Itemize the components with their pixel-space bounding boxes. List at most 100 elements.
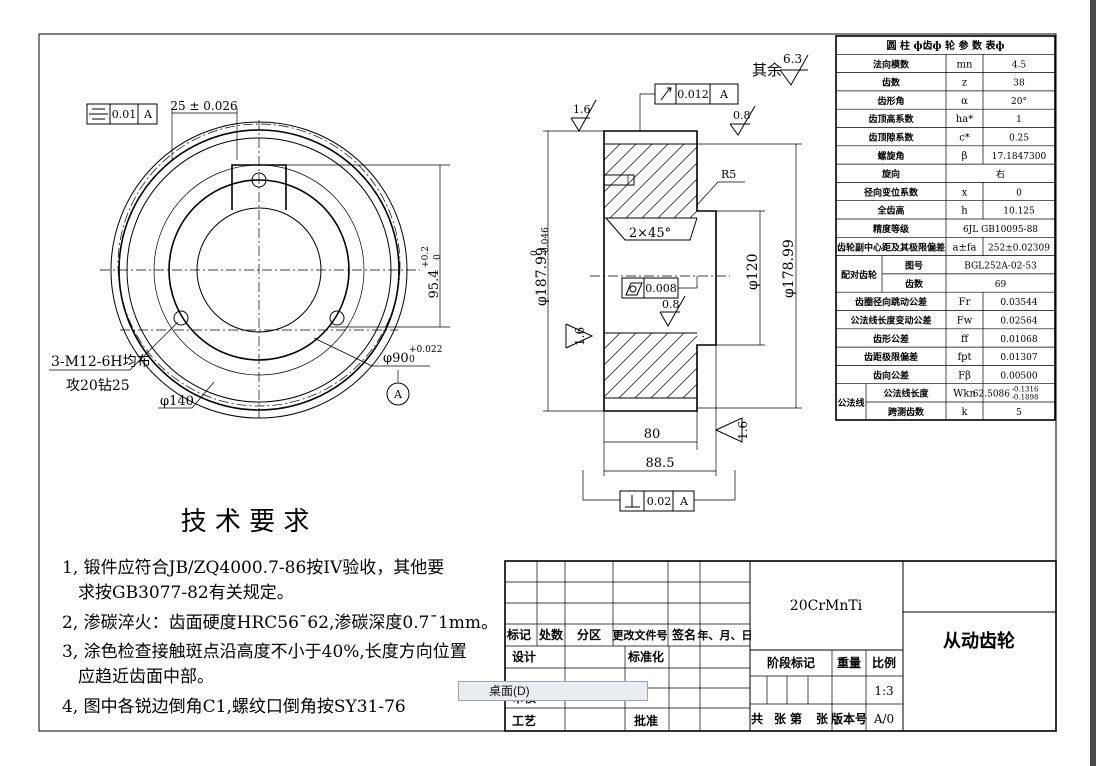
tb-scale: 1:3	[874, 684, 893, 698]
param-row-name: 齿顶隙系数	[868, 132, 914, 144]
gongfa-row-name: 公法线长度	[883, 388, 929, 400]
tol-row-name: 齿圈径向跳动公差	[855, 296, 927, 308]
roughness-right: 1.6	[736, 421, 750, 440]
technical-requirements: 技 术 要 求 1, 锻件应符合JB/ZQ4000.7-86按IV验收，其他要 …	[62, 507, 498, 717]
keyway-dimension: 25 ± 0.026	[170, 99, 237, 113]
perp-datum: A	[679, 495, 689, 508]
param-row-symbol: c*	[959, 133, 970, 144]
tol-row-value: 0.01068	[1000, 335, 1037, 345]
tb-pizhun: 批准	[634, 713, 658, 728]
width-88-5: 88.5	[646, 456, 675, 471]
context-menu-desktop-item[interactable]: 桌面(D)	[458, 681, 648, 701]
gongfa-row-symbol: Wkn	[953, 389, 976, 400]
tb-chushu: 处数	[538, 627, 564, 642]
param-row-name: 全齿高	[876, 205, 904, 217]
param-row-name: 螺旋角	[877, 150, 904, 162]
param-row-value: 17.1847300	[992, 152, 1047, 162]
bore-tol-low: 0	[409, 355, 415, 365]
param-row-symbol: β	[962, 151, 968, 162]
param-row-name: 旋向	[881, 168, 900, 180]
tech-req-title: 技 术 要 求	[181, 507, 310, 537]
param-row-value: 0.25	[1009, 134, 1029, 144]
param-table-title: 圆 柱 ф齿ф 轮 参 数 表ф	[887, 39, 1005, 52]
tech-req-line2: 2, 渗碳淬火：齿面硬度HRC56¯62,渗碳深度0.7¯1mm。	[62, 613, 498, 633]
mating-row-name: 图号	[905, 261, 923, 272]
tol-row-value: 0.00500	[1000, 371, 1037, 381]
roughness-top-right: 0.8	[733, 109, 751, 122]
tb-part-name: 从动齿轮	[943, 630, 1015, 652]
tol-row-symbol: Fβ	[958, 370, 971, 381]
tol-row-name: 公法线长度变动公差	[850, 315, 931, 327]
hole-note-1: 3-M12-6H均布	[51, 354, 151, 370]
dia-right: φ178.99	[781, 239, 797, 298]
tb-sheji: 设计	[512, 649, 536, 664]
mating-label: 配对齿轮	[841, 269, 877, 281]
hatching-upper	[603, 143, 698, 219]
tb-bili: 比例	[872, 655, 896, 670]
flatness-value: 0.008	[645, 282, 677, 295]
param-row-value: 38	[1013, 79, 1025, 89]
depth-tol-up: +0.2	[421, 246, 431, 268]
od-dimension: φ140	[160, 394, 194, 409]
tb-qianming: 签名	[671, 627, 696, 642]
param-row-value: 1	[1016, 115, 1022, 125]
gongfa-row-value: 5	[1016, 408, 1022, 418]
roughness-bore: 0.8	[662, 298, 680, 311]
param-row-value: 20°	[1011, 97, 1027, 107]
tol-row-value: 0.01307	[1000, 353, 1037, 363]
param-row-value: 0	[1016, 188, 1022, 198]
runout-tolerance-frame: 0.012 A	[639, 83, 739, 131]
symmetry-datum: A	[143, 108, 153, 121]
radius-label: R5	[721, 168, 736, 181]
tol-row-value: 0.02564	[1000, 317, 1037, 327]
bore-dimension: φ90	[383, 351, 409, 366]
roughness-top-left: 1.6	[573, 103, 591, 116]
param-row-symbol: a±fa	[952, 242, 976, 253]
tb-fenqu: 分区	[577, 627, 601, 642]
param-row-value: 4.5	[1012, 60, 1027, 70]
hole-note-2: 攻20钻25	[66, 378, 130, 394]
tb-date: 年、月、日	[698, 628, 753, 642]
param-row-symbol: mn	[957, 59, 973, 70]
chamfer-label: 2×45°	[629, 226, 671, 241]
gongfa-row-name: 跨测齿数	[888, 406, 925, 418]
tb-jieduan: 阶段标记	[767, 655, 815, 670]
param-row-name: 齿顶高系数	[868, 113, 914, 125]
mating-row-value: BGL252A-02-53	[964, 262, 1037, 272]
roughness-left: 1.6	[573, 327, 587, 346]
gongfa-tol-up: -0.1316	[1012, 386, 1039, 394]
tol-row-value: 0.03544	[1000, 298, 1037, 308]
tb-zhang1: 张	[774, 711, 787, 726]
gongfa-row-value: 62.5086	[973, 390, 1010, 400]
param-row-name: 齿形角	[877, 95, 904, 107]
runout-datum: A	[719, 88, 729, 101]
param-row-value: 右	[996, 168, 1005, 180]
hatching-lower	[603, 332, 698, 399]
flatness-tolerance-frame: 0.008	[621, 276, 698, 299]
tol-row-name: 齿形公差	[873, 333, 909, 345]
tb-zhongliang: 重量	[837, 655, 861, 670]
tech-req-line1: 1, 锻件应符合JB/ZQ4000.7-86按IV验收，其他要	[62, 558, 444, 578]
dia-inner: φ120	[745, 253, 761, 290]
dia-left-tol-low: -0.046	[541, 227, 551, 256]
gongfa-label: 公法线	[837, 397, 864, 409]
tb-di: 第	[790, 711, 802, 726]
param-row-value: 252±0.02309	[988, 243, 1050, 253]
param-row-symbol: α	[961, 96, 968, 107]
perpendicularity-tolerance-frame: 0.02 A	[582, 470, 736, 512]
param-row-symbol: ha*	[956, 114, 973, 125]
tech-req-line3: 3, 涂色检查接触斑点沿高度不小于40%,长度方向位置	[62, 642, 467, 662]
param-row-name: 径向变位系数	[864, 186, 919, 198]
param-row-name: 齿数	[882, 77, 901, 89]
tol-row-name: 齿向公差	[873, 369, 909, 381]
width-80: 80	[644, 427, 661, 442]
perp-value: 0.02	[647, 495, 672, 508]
param-row-symbol: x	[962, 187, 968, 198]
roughness-other-label: 其余	[752, 61, 782, 79]
param-row-name: 齿轮副中心距及其极限偏差	[837, 241, 945, 253]
tol-row-symbol: ff	[961, 334, 969, 345]
tb-zhang2: 张	[816, 711, 829, 726]
depth-dimension: 95.4	[427, 270, 442, 299]
tol-row-symbol: Fr	[959, 297, 971, 308]
